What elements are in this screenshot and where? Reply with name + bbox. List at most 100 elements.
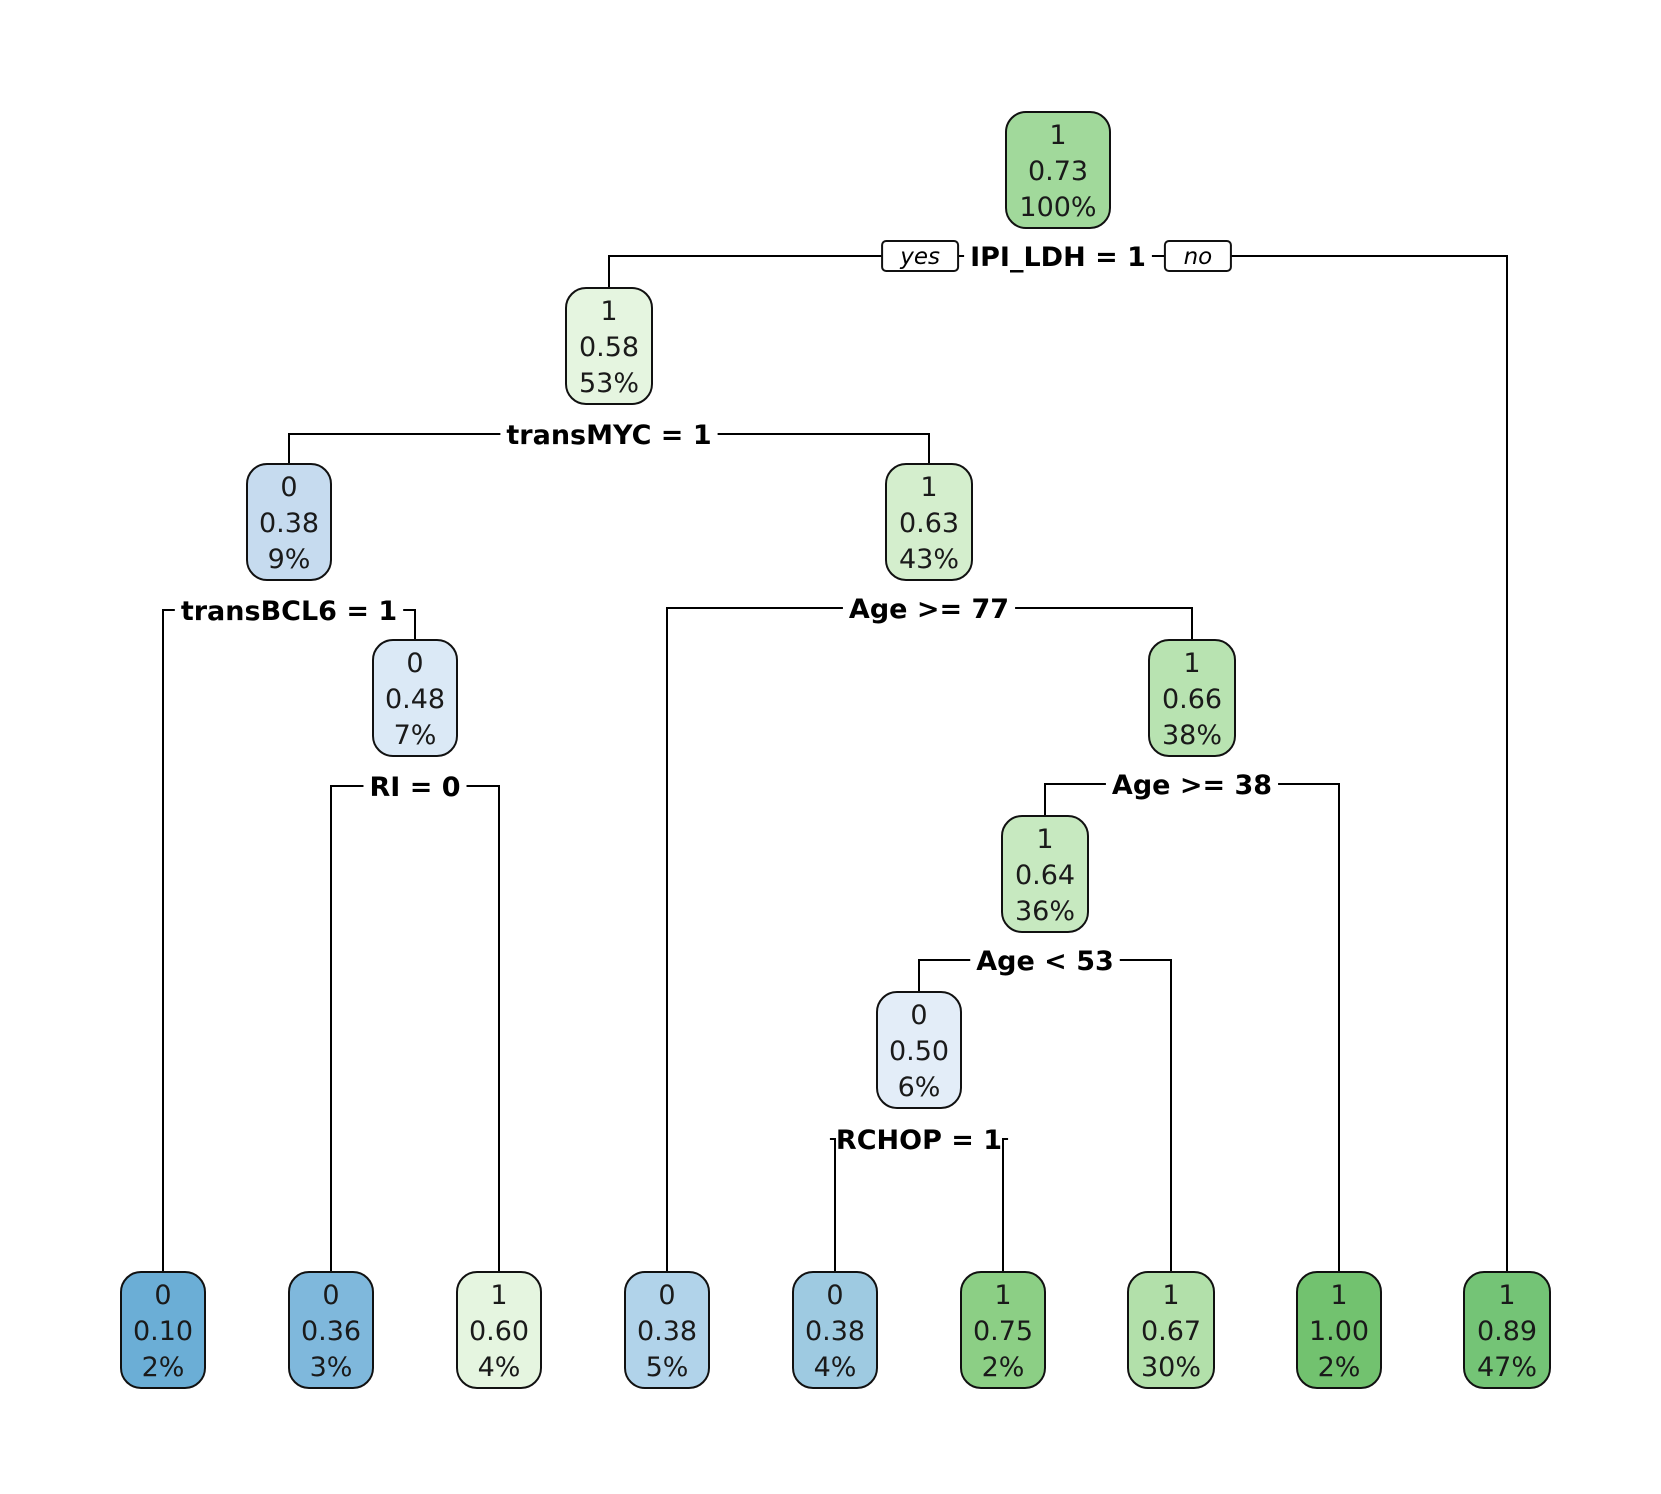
node-percentage: 4%: [814, 1352, 857, 1383]
node-class: 1: [1162, 1280, 1179, 1311]
node-class: 1: [600, 296, 617, 327]
node-box: [624, 1271, 710, 1389]
node-probability: 0.67: [1141, 1316, 1201, 1347]
node-percentage: 47%: [1477, 1352, 1537, 1383]
node-probability: 0.36: [301, 1316, 361, 1347]
node-class: 0: [322, 1280, 339, 1311]
node-probability: 0.89: [1477, 1316, 1537, 1347]
tree-node-leaf4: 00.385%: [624, 1271, 710, 1389]
edge-s_n2: [288, 433, 930, 464]
edge-s_n4: [162, 609, 416, 1272]
node-probability: 1.00: [1309, 1316, 1369, 1347]
node-percentage: 38%: [1162, 720, 1222, 751]
node-percentage: 2%: [1318, 1352, 1361, 1383]
tree-nodes: 10.73100%10.5853%00.389%00.487%10.6343%1…: [120, 111, 1551, 1389]
node-class: 1: [1498, 1280, 1515, 1311]
edge-s_n9: [330, 785, 500, 1272]
node-box: [565, 287, 653, 405]
node-box: [1005, 111, 1111, 229]
node-box: [1001, 815, 1089, 933]
node-class: 1: [1183, 648, 1200, 679]
split-label-s_n22: Age < 53: [976, 946, 1114, 977]
tree-node-n4: 0 0.38 9%: [246, 463, 332, 581]
node-percentage: 2%: [142, 1352, 185, 1383]
tree-node-n9: 00.487%: [372, 639, 458, 757]
edge-s_n44: [829, 1138, 1009, 1272]
yes-box: [881, 240, 960, 272]
edge-s_n5: [666, 607, 1193, 1272]
split-label-s_n5: Age >= 77: [849, 594, 1009, 625]
node-probability: 0.75: [973, 1316, 1033, 1347]
node-class: 0: [826, 1280, 843, 1311]
tree-node-leaf6: 1 0.75 2%: [960, 1271, 1046, 1389]
node-probability: 0.10: [133, 1316, 193, 1347]
edge-s_n11: [1044, 783, 1340, 1272]
tree-node-leaf5: 0 0.38 4%: [792, 1271, 878, 1389]
node-class: 0: [280, 472, 297, 503]
tree-node-leaf8: 1 1.00 2%: [1296, 1271, 1382, 1389]
tree-node-n44: 00.506%: [876, 991, 962, 1109]
node-percentage: 100%: [1019, 192, 1096, 223]
node-probability: 0.58: [579, 332, 639, 363]
node-probability: 0.38: [805, 1316, 865, 1347]
tree-node-root: 1 0.73 100%: [1005, 111, 1111, 229]
node-probability: 0.48: [385, 684, 445, 715]
node-box: [1296, 1271, 1382, 1389]
node-box: [372, 639, 458, 757]
split-label-s_n44: RCHOP = 1: [836, 1125, 1002, 1156]
node-box: [246, 463, 332, 581]
node-percentage: 9%: [268, 544, 311, 575]
tree-node-n5: 1 0.63 43%: [885, 463, 973, 581]
node-percentage: 7%: [394, 720, 437, 751]
node-box: [1463, 1271, 1551, 1389]
node-box: [456, 1271, 542, 1389]
tree-node-n22: 1 0.64 36%: [1001, 815, 1089, 933]
split-labels: IPI_LDH = 1 transMYC = 1 transBCL6 = 1 RI =…: [181, 242, 1272, 1156]
node-box: [288, 1271, 374, 1389]
yes-no-markers: yes no: [881, 240, 1232, 272]
node-class: 1: [1049, 120, 1066, 151]
tree-node-leaf3: 1 0.60 4%: [456, 1271, 542, 1389]
split-label-s_n4: transBCL6 = 1: [181, 596, 397, 627]
node-class: 1: [490, 1280, 507, 1311]
split-label-s_root: IPI_LDH = 1: [970, 242, 1146, 273]
tree-node-n11: 1 0.66 38%: [1148, 639, 1236, 757]
no-label: no: [1184, 244, 1213, 270]
node-percentage: 5%: [646, 1352, 689, 1383]
node-class: 1: [1330, 1280, 1347, 1311]
node-probability: 0.73: [1028, 156, 1088, 187]
node-percentage: 53%: [579, 368, 639, 399]
node-probability: 0.64: [1015, 860, 1075, 891]
node-percentage: 43%: [899, 544, 959, 575]
node-probability: 0.66: [1162, 684, 1222, 715]
node-box: [1148, 639, 1236, 757]
node-box: [960, 1271, 1046, 1389]
node-percentage: 36%: [1015, 896, 1075, 927]
node-box: [792, 1271, 878, 1389]
node-box: [120, 1271, 206, 1389]
node-class: 1: [994, 1280, 1011, 1311]
split-label-s_n2: transMYC = 1: [506, 420, 711, 451]
node-percentage: 4%: [478, 1352, 521, 1383]
node-box: [876, 991, 962, 1109]
yes-label: yes: [899, 244, 940, 270]
tree-node-leaf1: 0 0.10 2%: [120, 1271, 206, 1389]
tree-node-leaf9: 1 0.89 47%: [1463, 1271, 1551, 1389]
node-probability: 0.38: [259, 508, 319, 539]
node-percentage: 6%: [898, 1072, 941, 1103]
split-label-s_n11: Age >= 38: [1112, 770, 1272, 801]
split-label-s_n9: RI = 0: [369, 772, 460, 803]
node-class: 1: [920, 472, 937, 503]
node-percentage: 2%: [982, 1352, 1025, 1383]
node-probability: 0.63: [899, 508, 959, 539]
node-class: 1: [1036, 824, 1053, 855]
tree-node-leaf2: 00.363%: [288, 1271, 374, 1389]
node-probability: 0.60: [469, 1316, 529, 1347]
node-class: 0: [154, 1280, 171, 1311]
node-box: [885, 463, 973, 581]
node-class: 0: [658, 1280, 675, 1311]
no-box: [1163, 240, 1232, 272]
node-class: 0: [910, 1000, 927, 1031]
